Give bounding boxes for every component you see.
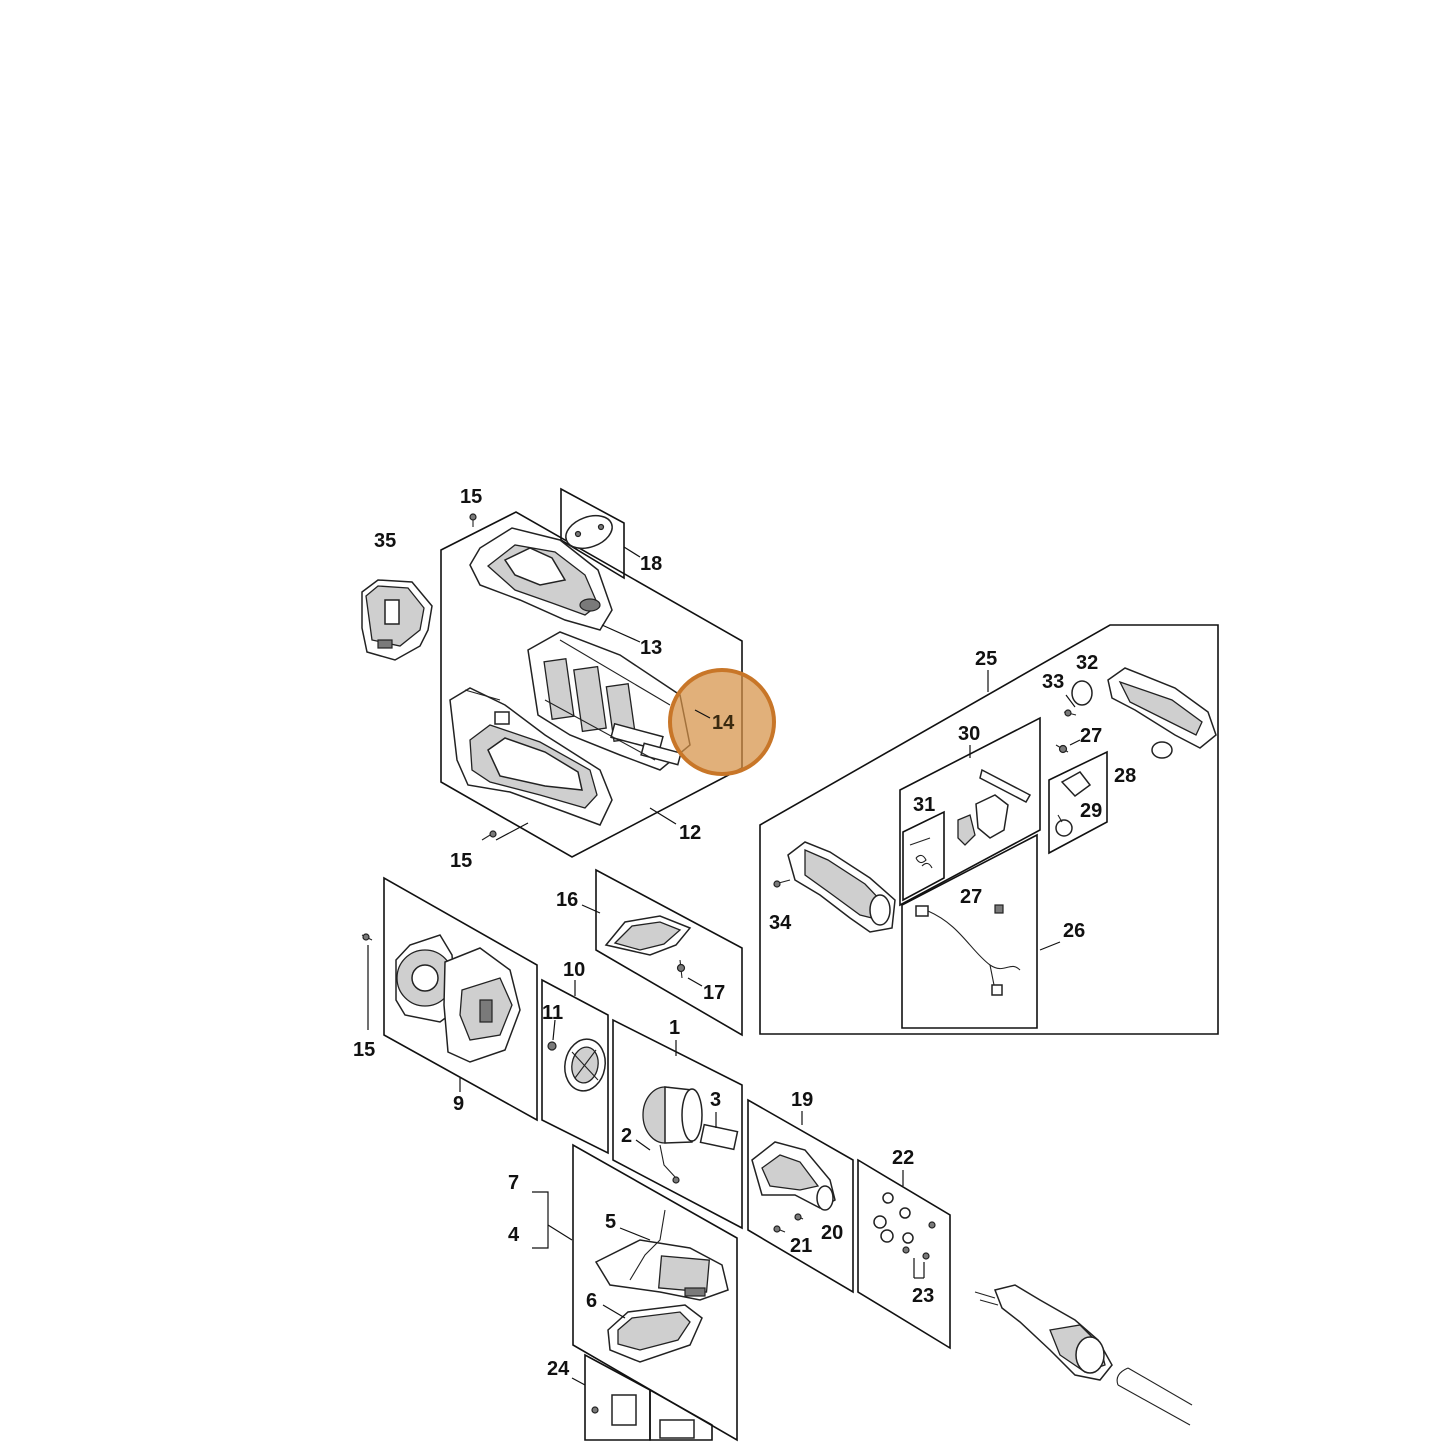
part-16-filter bbox=[604, 915, 692, 956]
part-13-upper-cover bbox=[469, 527, 613, 631]
label-22: 22 bbox=[892, 1147, 914, 1169]
group-19-box bbox=[747, 1098, 854, 1294]
part-30-trigger bbox=[957, 768, 1032, 846]
part-22-fasteners bbox=[873, 1192, 936, 1260]
leader-26 bbox=[1039, 941, 1061, 951]
part-5-board bbox=[594, 1209, 729, 1301]
label-23: 23 bbox=[912, 1285, 934, 1307]
leader-6 bbox=[602, 1304, 626, 1319]
leader-5 bbox=[619, 1227, 651, 1241]
trimmer-shaft bbox=[1116, 1367, 1193, 1426]
label-15-mid: 15 bbox=[450, 850, 472, 872]
label-2: 2 bbox=[621, 1125, 632, 1147]
label-17: 17 bbox=[703, 982, 725, 1004]
label-24: 24 bbox=[547, 1358, 570, 1380]
part-24 bbox=[591, 1394, 695, 1439]
label-35: 35 bbox=[374, 530, 396, 552]
part-33-27-screws bbox=[1055, 694, 1081, 754]
trimmer-motor-head bbox=[974, 1284, 1113, 1381]
bracket-box-18 bbox=[560, 487, 625, 580]
label-1: 1 bbox=[669, 1017, 680, 1039]
part-35-cap bbox=[361, 579, 433, 661]
label-5: 5 bbox=[605, 1211, 616, 1233]
leader-16 bbox=[581, 904, 601, 914]
part-28-29 bbox=[1055, 771, 1092, 837]
part-18-plate bbox=[565, 514, 613, 550]
part-1-motor bbox=[642, 1086, 739, 1184]
label-6: 6 bbox=[586, 1290, 597, 1312]
part-11-nut bbox=[547, 1019, 557, 1051]
label-16: 16 bbox=[556, 889, 578, 911]
leader-23 bbox=[913, 1258, 925, 1279]
screw-15-bottom bbox=[481, 830, 497, 841]
sub-box-28 bbox=[1048, 750, 1108, 855]
label-27-mid: 27 bbox=[960, 886, 982, 908]
label-15-top: 15 bbox=[460, 486, 482, 508]
label-33: 33 bbox=[1042, 671, 1064, 693]
part-9-fan-housing bbox=[395, 934, 521, 1063]
label-26: 26 bbox=[1063, 920, 1085, 942]
label-27-top: 27 bbox=[1080, 725, 1102, 747]
label-10: 10 bbox=[563, 959, 585, 981]
screw-15-left bbox=[361, 933, 373, 1030]
leader-2 bbox=[635, 1139, 651, 1151]
leader-24 bbox=[571, 1377, 586, 1386]
part-19-gear-housing bbox=[751, 1141, 836, 1211]
group-10-box bbox=[541, 978, 609, 1155]
label-12: 12 bbox=[679, 822, 701, 844]
group-24-box bbox=[584, 1353, 713, 1441]
label-4: 4 bbox=[508, 1224, 520, 1246]
label-15-left: 15 bbox=[353, 1039, 375, 1061]
housing-leaders bbox=[495, 546, 677, 841]
part-31-spring bbox=[909, 837, 933, 869]
screw-15-top bbox=[469, 513, 477, 527]
label-28: 28 bbox=[1114, 765, 1136, 787]
highlight-callout-14[interactable]: 14 bbox=[668, 668, 776, 776]
part-26-cable bbox=[915, 904, 1021, 996]
label-20: 20 bbox=[821, 1222, 843, 1244]
group-5-box bbox=[572, 1143, 738, 1442]
screw-17 bbox=[676, 959, 703, 987]
part-34-handle-grip bbox=[773, 841, 896, 933]
group-9-box bbox=[383, 876, 538, 1122]
group-22-box bbox=[857, 1158, 951, 1350]
label-3: 3 bbox=[710, 1089, 721, 1111]
label-19: 19 bbox=[791, 1089, 813, 1111]
bracket-4-7 bbox=[532, 1191, 573, 1249]
part-32-handle-bar bbox=[1071, 667, 1217, 759]
label-18: 18 bbox=[640, 553, 662, 575]
label-32: 32 bbox=[1076, 652, 1098, 674]
sub-box-30 bbox=[899, 716, 1041, 907]
label-31: 31 bbox=[913, 794, 935, 816]
label-21: 21 bbox=[790, 1235, 812, 1257]
sub-box-31 bbox=[902, 810, 945, 902]
label-14: 14 bbox=[712, 712, 735, 734]
part-12-lower-housing bbox=[449, 687, 613, 826]
sub-box-26 bbox=[901, 833, 1038, 1029]
label-9: 9 bbox=[453, 1093, 464, 1115]
part-10-rotor bbox=[564, 1038, 606, 1092]
screw-20-21 bbox=[773, 1213, 804, 1233]
label-11: 11 bbox=[542, 1002, 563, 1024]
part-6-tray bbox=[607, 1304, 703, 1363]
group-16-box bbox=[595, 868, 743, 1037]
inner-chassis bbox=[527, 631, 691, 771]
label-13: 13 bbox=[640, 637, 662, 659]
label-30: 30 bbox=[958, 723, 980, 745]
group-1-box bbox=[612, 1018, 743, 1230]
label-7: 7 bbox=[508, 1172, 519, 1194]
label-34: 34 bbox=[769, 912, 792, 934]
label-25: 25 bbox=[975, 648, 997, 670]
label-29: 29 bbox=[1080, 800, 1102, 822]
group-25-box bbox=[759, 624, 1219, 1035]
